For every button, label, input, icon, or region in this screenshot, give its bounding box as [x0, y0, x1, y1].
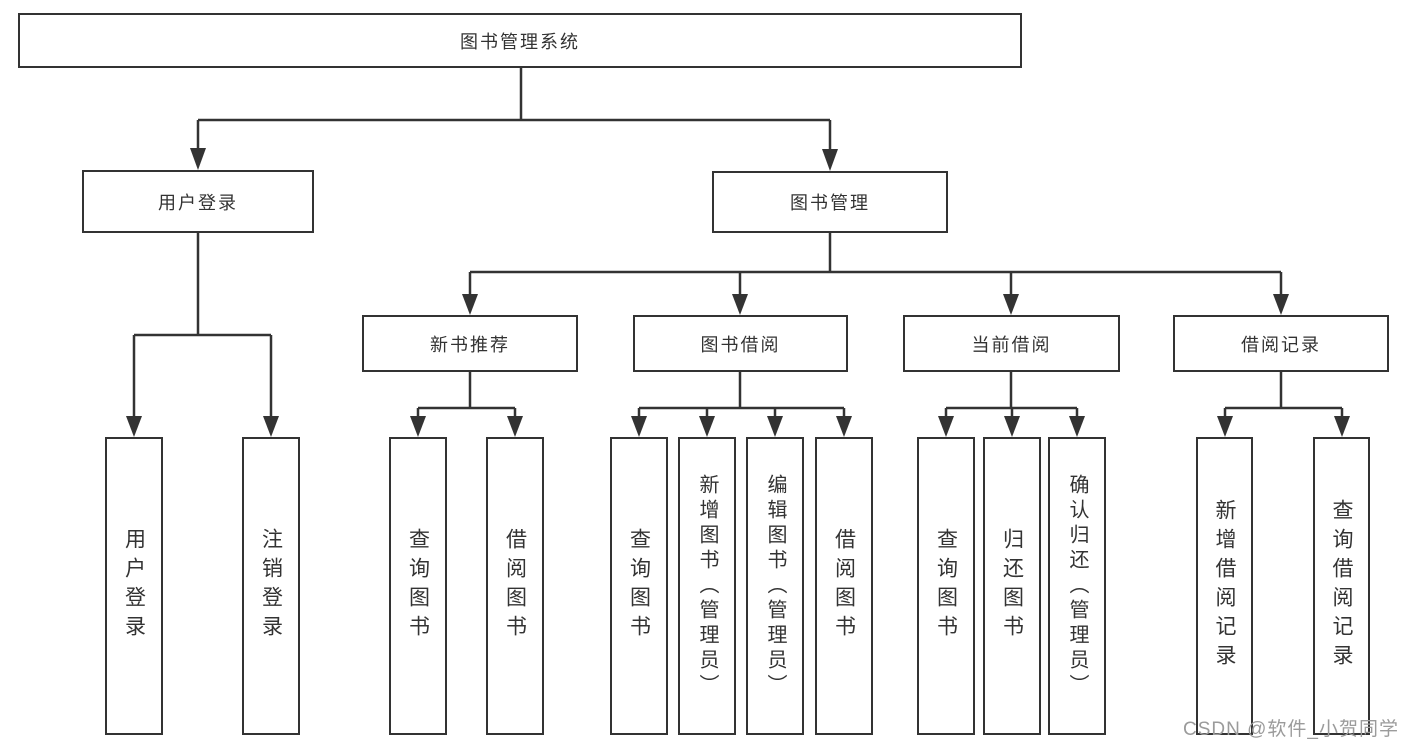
node-book-management: 图书管理 [712, 171, 948, 233]
node-current-return-books: 归还图书 [983, 437, 1041, 735]
node-label: 编辑图书（管理员） [764, 473, 786, 699]
node-user-login: 用户登录 [82, 170, 314, 233]
node-borrow-borrow-books: 借阅图书 [815, 437, 873, 735]
node-label: 借阅图书 [503, 528, 527, 644]
node-borrow-query-books: 查询图书 [610, 437, 668, 735]
node-current-borrowing: 当前借阅 [903, 315, 1120, 372]
node-label: 新增图书（管理员） [696, 473, 718, 699]
node-borrow-add-books-admin: 新增图书（管理员） [678, 437, 736, 735]
node-label: 图书借阅 [700, 334, 781, 355]
node-label: 借阅图书 [832, 528, 856, 644]
csdn-watermark: CSDN @软件_小贺同学 [1183, 719, 1399, 740]
node-label: 归还图书 [1000, 528, 1024, 644]
node-logout: 注销登录 [242, 437, 300, 735]
node-label: 注销登录 [259, 528, 283, 644]
node-label: 新书推荐 [430, 334, 510, 355]
node-current-query-books: 查询图书 [917, 437, 975, 735]
node-label: 图书管理 [790, 193, 870, 213]
node-user-login-leaf: 用户登录 [105, 437, 163, 735]
node-label: 查询图书 [934, 528, 958, 644]
node-label: 图书管理系统 [460, 31, 580, 52]
node-label: 确认归还（管理员） [1066, 473, 1088, 699]
node-label: 用户登录 [158, 192, 238, 213]
node-label: 查询图书 [406, 528, 430, 644]
node-label: 借阅记录 [1241, 334, 1321, 355]
node-record-query-borrow-record: 查询借阅记录 [1313, 437, 1370, 735]
node-record-add-borrow-record: 新增借阅记录 [1196, 437, 1253, 735]
node-library-management-system: 图书管理系统 [18, 13, 1022, 68]
node-label: 查询借阅记录 [1330, 499, 1353, 673]
node-current-confirm-return-admin: 确认归还（管理员） [1048, 437, 1106, 735]
node-book-borrowing: 图书借阅 [633, 315, 848, 372]
node-rec-query-books: 查询图书 [389, 437, 447, 735]
node-new-book-recommendation: 新书推荐 [362, 315, 578, 372]
node-label: 查询图书 [627, 528, 651, 644]
node-label: 新增借阅记录 [1213, 499, 1236, 673]
node-rec-borrow-books: 借阅图书 [486, 437, 544, 735]
node-borrowing-records: 借阅记录 [1173, 315, 1389, 372]
node-label: 当前借阅 [971, 334, 1052, 355]
node-label: 用户登录 [122, 528, 146, 644]
node-borrow-edit-books-admin: 编辑图书（管理员） [746, 437, 804, 735]
